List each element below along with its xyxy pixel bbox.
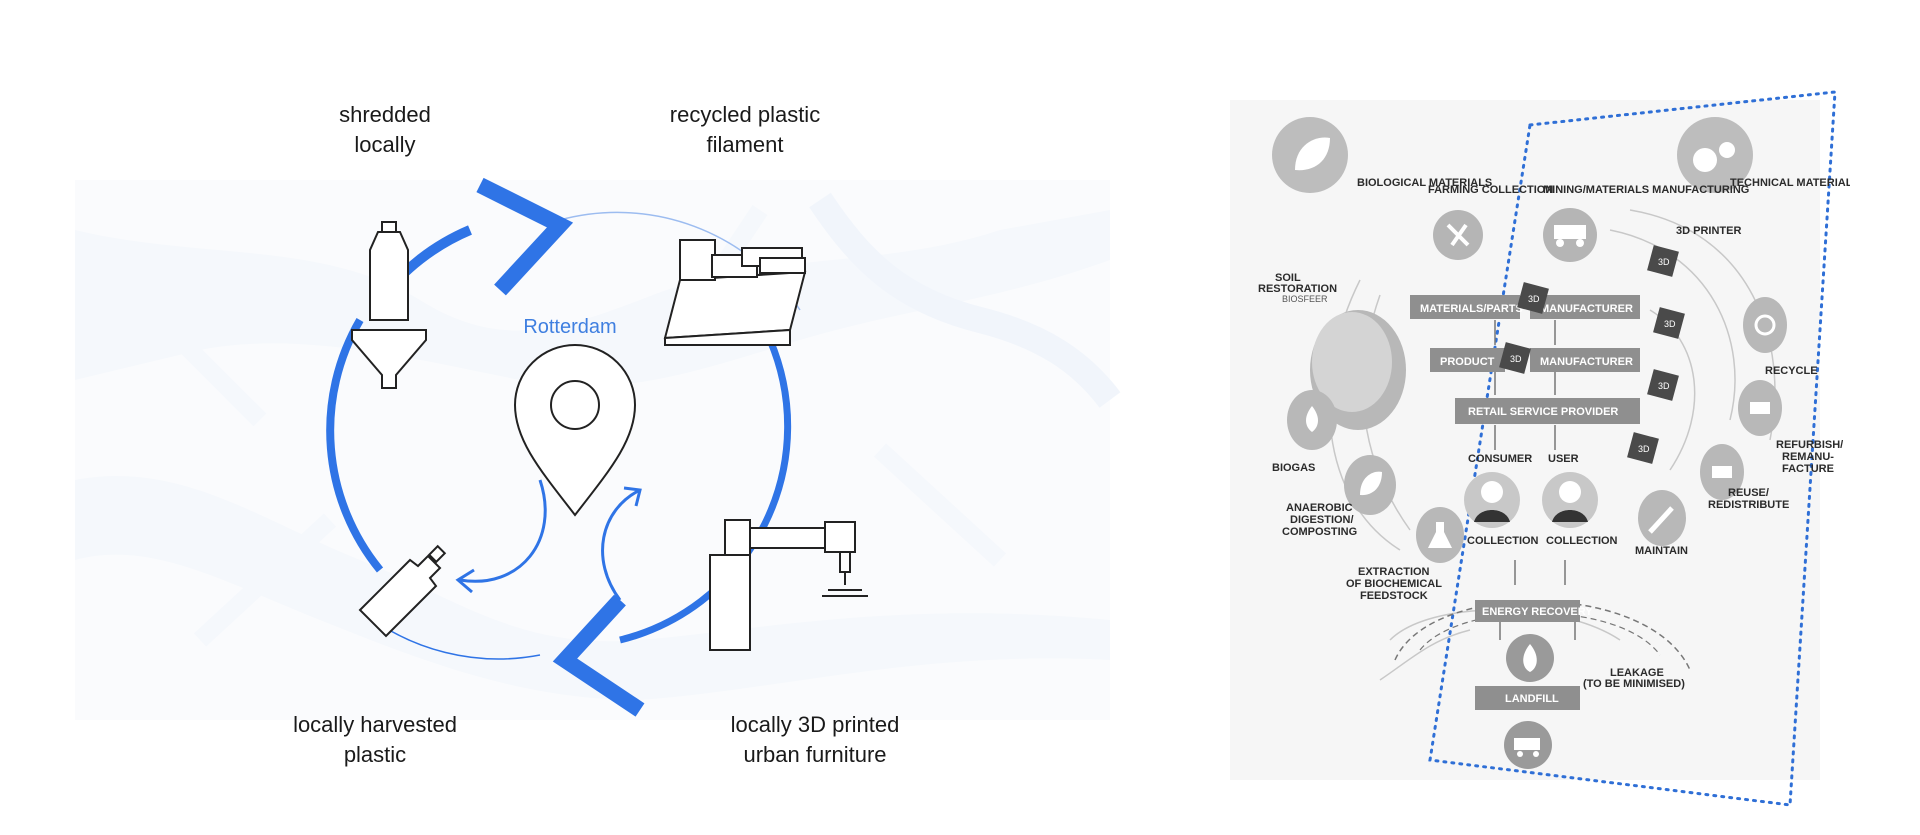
delivery-icon: [1700, 444, 1744, 500]
top-arrow-icon: [476, 177, 574, 296]
step-label-line2: filament: [706, 132, 784, 157]
svg-text:RETAIL SERVICE PROVIDER: RETAIL SERVICE PROVIDER: [1468, 406, 1618, 418]
step-label-line1: recycled plastic: [669, 102, 821, 127]
truck-icon: [1543, 208, 1597, 262]
retail-box: RETAIL SERVICE PROVIDER: [1455, 398, 1640, 424]
filament-extruder-icon: [663, 239, 807, 346]
svg-text:ENERGY RECOVERY: ENERGY RECOVERY: [1482, 606, 1593, 618]
extraction-label-1: EXTRACTION: [1358, 566, 1430, 578]
printer-label: 3D PRINTER: [1676, 225, 1741, 237]
bottom-arrow-icon: [552, 594, 645, 717]
wrench-icon: [1638, 490, 1686, 546]
svg-text:3D: 3D: [1658, 381, 1670, 391]
leakage-arc-inner: [1419, 612, 1661, 656]
biological-label: BIOLOGICAL MATERIALS: [1357, 177, 1492, 189]
step-filament: recycled plastic filament: [650, 100, 840, 160]
leaf-icon: [1272, 117, 1348, 193]
flow-arrows: [1494, 320, 1576, 640]
step-label-line1: locally harvested: [293, 712, 457, 737]
step-label-line1: shredded: [339, 102, 431, 127]
globe-icon: [1310, 310, 1406, 430]
maintain-label: MAINTAIN: [1635, 545, 1688, 557]
svg-text:MANUFACTURER: MANUFACTURER: [1540, 356, 1633, 368]
butterfly-diagram: BIOLOGICAL MATERIALS TECHNICAL MATERIALS…: [1230, 90, 1850, 807]
materials-parts-box: MATERIALS/PARTS: [1410, 295, 1523, 319]
svg-text:3D: 3D: [1528, 294, 1540, 304]
soil-label-1: SOIL: [1275, 272, 1301, 284]
flame-bio-icon: [1287, 390, 1337, 450]
mining-label: MINING/MATERIALS MANUFACTURING: [1543, 184, 1749, 196]
extraction-label-2: OF BIOCHEMICAL: [1346, 578, 1442, 590]
leakage-label-1: LEAKAGE: [1610, 667, 1664, 679]
reuse-label-1: REUSE/: [1728, 487, 1769, 499]
svg-text:3D: 3D: [1658, 257, 1670, 267]
bottle-shredder-icon: [351, 221, 427, 389]
leaf-compost-icon: [1344, 455, 1396, 515]
soil-label-3: BIOSFEER: [1282, 294, 1328, 304]
user-label: USER: [1548, 453, 1579, 465]
circular-economy-diagram: BIOLOGICAL MATERIALS TECHNICAL MATERIALS…: [1230, 80, 1850, 820]
refurbish-label-1: REFURBISH/: [1776, 439, 1843, 451]
consumer-label: CONSUMER: [1468, 453, 1532, 465]
consumer-avatar: [1464, 472, 1520, 528]
technical-label: TECHNICAL MATERIALS: [1730, 177, 1850, 189]
step-label-line1: locally 3D printed: [730, 712, 900, 737]
svg-text:LANDFILL: LANDFILL: [1505, 693, 1559, 705]
extraction-label-3: FEEDSTOCK: [1360, 590, 1428, 602]
svg-text:3D: 3D: [1638, 444, 1650, 454]
farming-collection-label: FARMING COLLECTION: [1428, 184, 1553, 196]
refurbish-label-2: REMANU-: [1782, 451, 1834, 463]
inner-arrow-left-icon: [455, 479, 547, 594]
location-pin-icon: [513, 344, 637, 517]
local-recycling-cycle-diagram: shredded locally recycled plastic filame…: [275, 100, 1121, 770]
cube-labels: 3D 3D 3D 3D 3D 3D: [1510, 257, 1676, 454]
step-harvested: locally harvested plastic: [275, 710, 475, 770]
user-avatar: [1542, 472, 1598, 528]
step-label-line2: plastic: [343, 742, 407, 767]
svg-text:3D: 3D: [1664, 319, 1676, 329]
step-printed: locally 3D printed urban furniture: [715, 710, 915, 770]
robot-printer-icon: [709, 519, 868, 651]
step-label-line2: locally: [354, 132, 416, 157]
factory-icon: [1738, 380, 1782, 436]
anaerobic-label-3: COMPOSTING: [1282, 526, 1357, 538]
flask-icon: [1416, 507, 1464, 563]
reuse-label-2: REDISTRIBUTE: [1708, 499, 1789, 511]
dump-truck-icon: [1504, 721, 1552, 769]
refurbish-label-3: FACTURE: [1782, 463, 1834, 475]
svg-text:3D: 3D: [1510, 354, 1522, 364]
manufacturer-box-1: MANUFACTURER: [1530, 295, 1640, 319]
manufacturer-box-2: MANUFACTURER: [1530, 348, 1640, 372]
product-box: PRODUCT: [1430, 348, 1505, 372]
anaerobic-label-1: ANAEROBIC: [1286, 502, 1353, 514]
collection-label-2: COLLECTION: [1546, 535, 1618, 547]
soil-label-2: RESTORATION: [1258, 283, 1337, 295]
step-shredded: shredded locally: [325, 100, 445, 160]
3d-printer-cube-icons: [1499, 245, 1685, 464]
biogas-label: BIOGAS: [1272, 462, 1315, 474]
cycle-graphic: [326, 177, 1121, 717]
recycle-icon: [1743, 297, 1787, 353]
energy-recovery-box: ENERGY RECOVERY: [1475, 600, 1593, 622]
city-label: Rotterdam: [523, 316, 617, 338]
recycle-label: RECYCLE: [1765, 365, 1818, 377]
flame-energy-icon: [1506, 634, 1554, 682]
leakage-label-2: (TO BE MINIMISED): [1583, 678, 1685, 690]
landfill-box: LANDFILL: [1475, 686, 1580, 710]
inner-arrow-right-icon: [601, 486, 642, 601]
collection-label-1: COLLECTION: [1467, 535, 1539, 547]
svg-text:MANUFACTURER: MANUFACTURER: [1540, 303, 1633, 315]
gears-icon: [1677, 117, 1753, 193]
svg-text:PRODUCT: PRODUCT: [1440, 356, 1495, 368]
step-label-line2: urban furniture: [743, 742, 887, 767]
svg-text:MATERIALS/PARTS: MATERIALS/PARTS: [1420, 303, 1523, 315]
wheat-fish-icon: [1433, 210, 1483, 260]
anaerobic-label-2: DIGESTION/: [1290, 514, 1354, 526]
plastic-bottle-icon: [358, 544, 447, 638]
